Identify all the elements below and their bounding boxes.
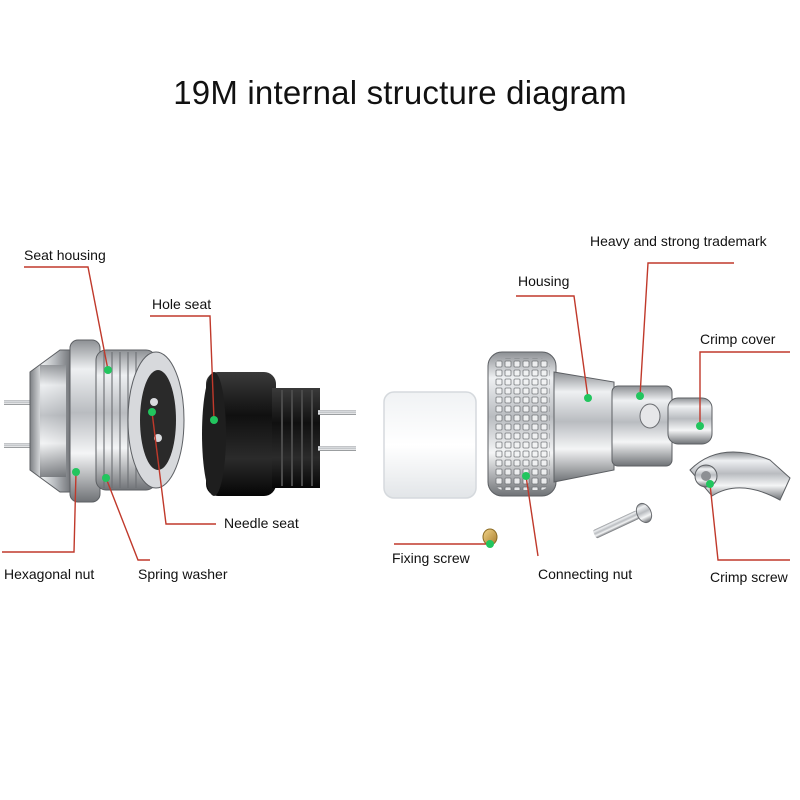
diagram-title: 19M internal structure diagram [173, 74, 627, 111]
label-hole-seat: Hole seat [152, 296, 212, 312]
leader-housing [516, 295, 589, 399]
label-fixing-screw: Fixing screw [392, 550, 470, 566]
label-seat-housing: Seat housing [24, 247, 106, 263]
marker-dot [696, 422, 704, 430]
marker-dot [102, 474, 110, 482]
needle-pin [318, 446, 356, 451]
leader-lines [2, 262, 790, 561]
needle-pin [318, 410, 356, 415]
marker-dot [104, 366, 112, 374]
marker-dot [148, 408, 156, 416]
leader-trademark [639, 262, 734, 397]
label-connecting-nut: Connecting nut [538, 566, 633, 582]
loose-screw [593, 502, 653, 539]
leader-needle-seat [151, 411, 216, 525]
marker-dot [486, 540, 494, 548]
leader-crimp-cover [699, 351, 790, 426]
socket-pin [4, 443, 34, 448]
leader-spring-washer [105, 477, 150, 561]
socket-pin [4, 400, 34, 405]
label-needle-seat: Needle seat [224, 515, 299, 531]
label-crimp-cover: Crimp cover [700, 331, 776, 347]
label-heavy-trademark: Heavy and strong trademark [590, 233, 767, 249]
leader-hexagonal-nut [2, 471, 77, 553]
crimp-cover-shape [667, 397, 713, 445]
label-hexagonal-nut: Hexagonal nut [4, 566, 95, 582]
clear-sleeve [383, 391, 477, 499]
marker-dots [72, 366, 714, 548]
marker-dot [72, 468, 80, 476]
leader-connecting-nut [525, 475, 539, 557]
label-crimp-screw: Crimp screw [710, 569, 788, 585]
leader-crimp-screw [709, 483, 790, 561]
marker-dot [636, 392, 644, 400]
marker-dot [584, 394, 592, 402]
marker-dot [706, 480, 714, 488]
housing-shape [553, 371, 615, 483]
panel-socket [4, 339, 185, 503]
crimp-clamp [689, 451, 791, 501]
cable-plug [487, 351, 791, 501]
insulator-block [202, 372, 356, 496]
marker-dot [522, 472, 530, 480]
marker-dot [210, 416, 218, 424]
label-spring-washer: Spring washer [138, 566, 228, 582]
leader-seat-housing [24, 266, 109, 371]
label-housing: Housing [518, 273, 570, 289]
leader-hole-seat [150, 315, 215, 421]
